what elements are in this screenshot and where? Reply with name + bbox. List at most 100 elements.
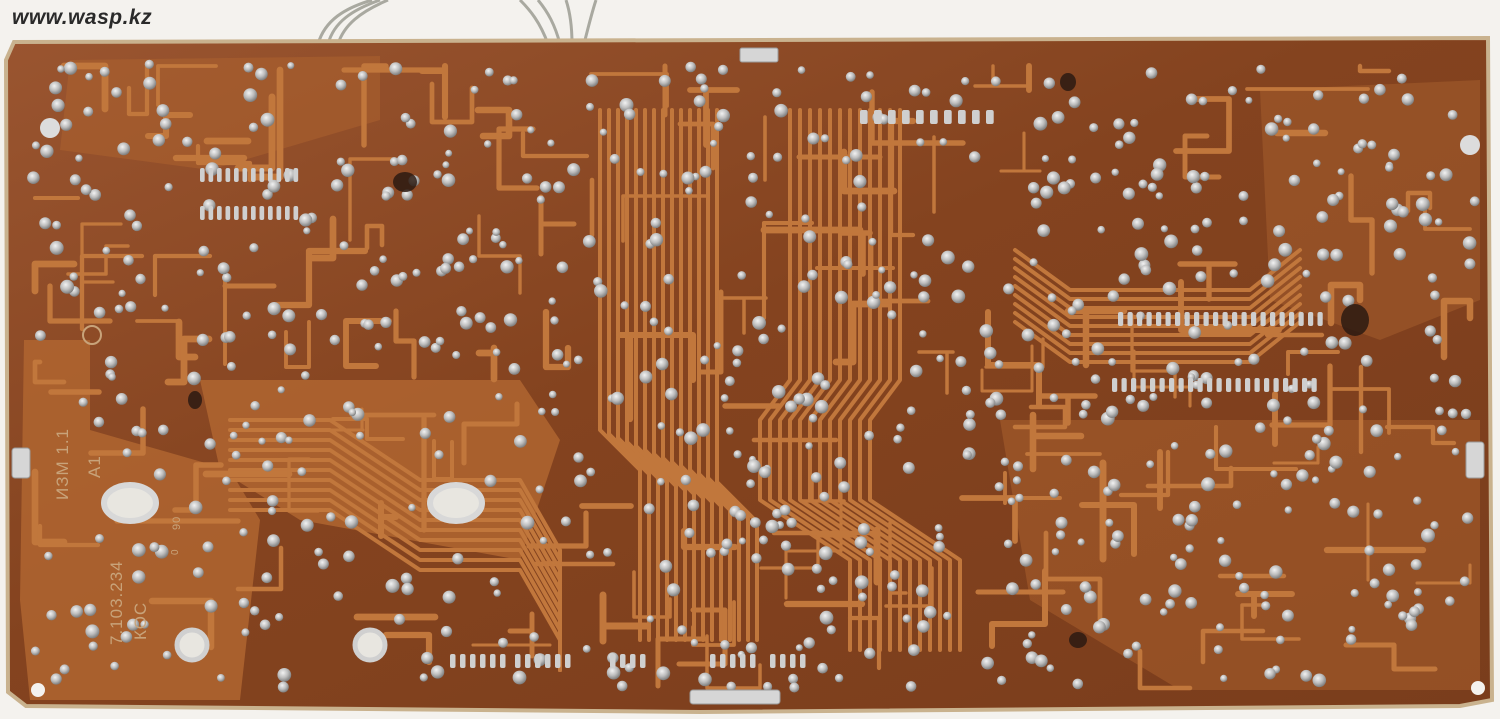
solder-joint: [887, 310, 897, 320]
solder-joint: [127, 618, 140, 631]
solder-joint: [828, 576, 838, 586]
copper-trace: [985, 309, 1042, 408]
solder-joint: [124, 209, 136, 221]
solder-joint: [456, 306, 467, 317]
solder-joint: [1006, 582, 1019, 596]
solder-joint: [1030, 579, 1041, 590]
solder-joint: [922, 234, 935, 247]
ic-pad: [1159, 378, 1165, 392]
solder-joint: [1232, 500, 1242, 510]
solder-joint: [1460, 408, 1472, 420]
solder-joint: [811, 563, 822, 574]
solder-joint: [348, 408, 357, 417]
solder-joint: [1003, 539, 1013, 549]
solder-joint: [1256, 64, 1266, 74]
solder-joint: [52, 220, 61, 230]
solder-joint: [1269, 565, 1283, 579]
copper-trace: [652, 108, 696, 642]
solder-joint: [520, 515, 535, 530]
solder-joint: [1338, 336, 1352, 350]
solder-joint: [238, 597, 250, 609]
solder-joint: [314, 547, 323, 557]
solder-joint: [1347, 505, 1360, 518]
solder-joint: [1288, 174, 1301, 187]
solder-joint: [649, 317, 659, 327]
solder-joint: [963, 418, 976, 431]
copper-trace: [520, 130, 590, 159]
solder-joint: [401, 189, 413, 201]
solder-joint: [758, 466, 771, 479]
solder-joint: [500, 260, 514, 274]
solder-joint: [1140, 264, 1152, 276]
solder-joint: [984, 346, 997, 360]
solder-joint: [326, 512, 336, 522]
board-designator-label: A1: [85, 455, 104, 478]
copper-trace: [634, 108, 678, 642]
copper-trace: [1013, 266, 1302, 310]
solder-joint: [1320, 291, 1332, 303]
solder-joint: [655, 357, 669, 371]
corner-hole-bottom-right: [1471, 681, 1485, 695]
copper-trace: [1013, 257, 1302, 301]
copper-trace: [195, 143, 253, 183]
solder-joint: [259, 619, 271, 631]
solder-joint: [771, 385, 786, 399]
solder-joint: [933, 541, 945, 553]
solder-joint: [1033, 362, 1045, 374]
solder-joint: [396, 154, 408, 166]
solder-joint: [656, 666, 671, 681]
ic-pad: [1251, 312, 1257, 326]
solder-joint: [943, 611, 952, 621]
solder-joint: [400, 572, 413, 584]
solder-joint: [1260, 274, 1275, 288]
ic-pad: [217, 206, 222, 220]
ic-pad: [972, 110, 980, 124]
solder-joint: [1447, 110, 1458, 120]
solder-joint: [1418, 212, 1433, 227]
solder-joint: [1345, 634, 1357, 645]
ic-pad: [800, 654, 806, 668]
solder-joint: [1090, 172, 1102, 184]
solder-joint: [845, 71, 856, 82]
solder-joint: [1072, 298, 1085, 311]
solder-joint: [484, 140, 492, 148]
solder-joint: [1087, 465, 1101, 479]
copper-trace: [324, 407, 365, 432]
solder-joint: [1464, 258, 1476, 270]
solder-joint: [1421, 528, 1435, 543]
solder-joint: [498, 637, 508, 648]
solder-joint: [763, 681, 773, 692]
solder-joint: [1043, 77, 1056, 89]
solder-joint: [1122, 187, 1135, 200]
solder-joint: [923, 605, 937, 619]
corner-hole-bottom-left: [31, 683, 45, 697]
solder-joint: [343, 550, 355, 563]
solder-joint: [1149, 393, 1158, 401]
solder-joint: [217, 674, 225, 682]
solder-joint: [1107, 478, 1121, 492]
solder-joint: [297, 467, 307, 476]
ic-pad: [208, 206, 214, 220]
solder-joint: [188, 500, 203, 515]
ic-pad: [930, 110, 938, 124]
solder-joint: [535, 485, 544, 494]
solder-joint: [277, 668, 292, 682]
ic-pad: [268, 206, 273, 220]
solder-joint: [1283, 416, 1292, 425]
solder-joint: [440, 625, 453, 638]
solder-joint: [710, 139, 717, 147]
mounting-hole-bottom: [352, 627, 388, 663]
solder-joint: [198, 245, 210, 257]
solder-joint: [131, 220, 143, 232]
solder-joint: [231, 450, 241, 460]
solder-joint: [1305, 380, 1314, 389]
solder-joint: [1430, 290, 1440, 301]
solder-joint: [1429, 373, 1439, 383]
ic-pad: [1241, 312, 1247, 326]
solder-joint: [908, 84, 921, 97]
solder-joint: [242, 421, 250, 429]
solder-joint: [643, 503, 655, 515]
solder-joint: [1061, 329, 1071, 339]
copper-trace: [999, 131, 1042, 173]
solder-joint: [563, 360, 570, 368]
